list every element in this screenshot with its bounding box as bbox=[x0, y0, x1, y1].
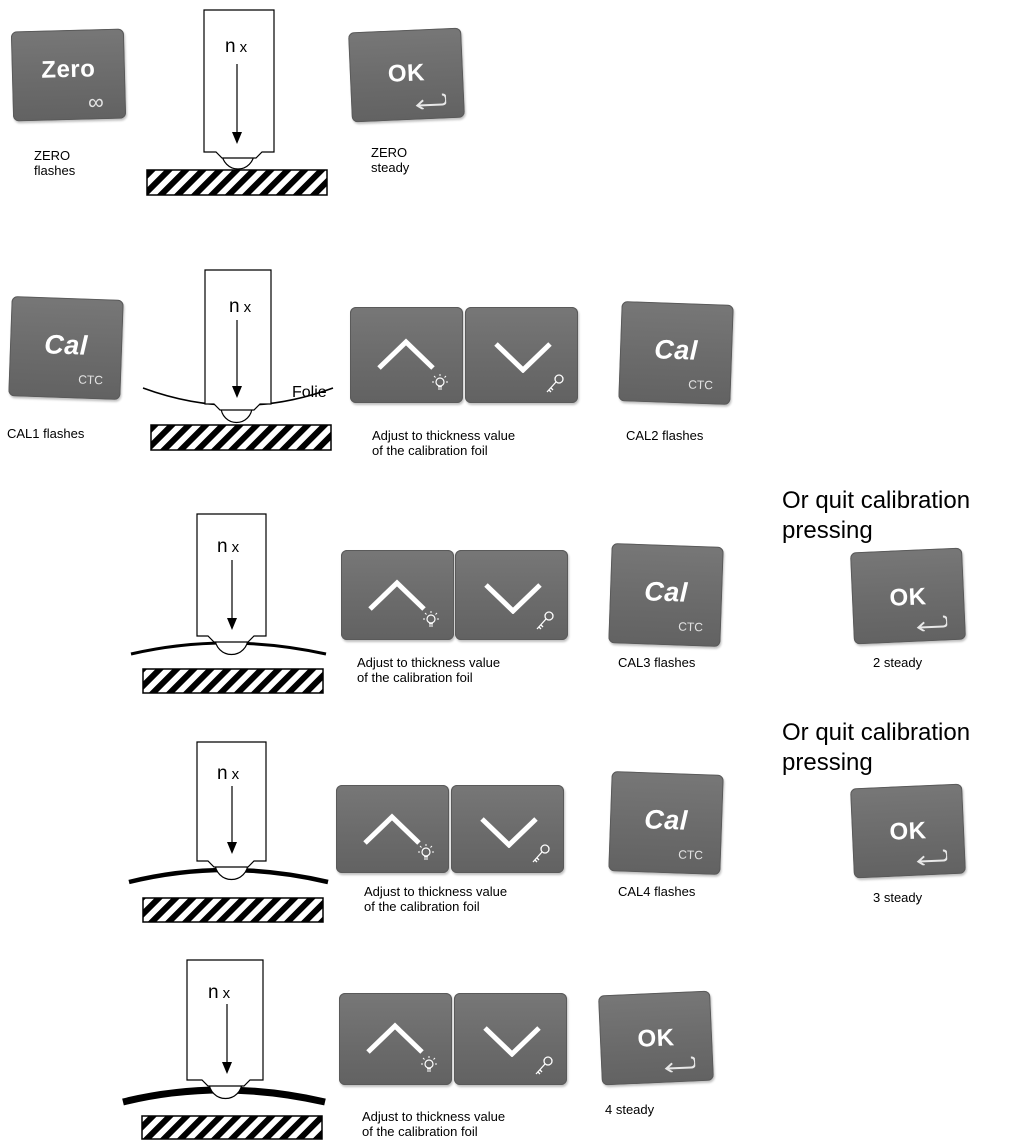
chevron-down-icon bbox=[494, 342, 552, 373]
chevron-down-icon bbox=[484, 583, 542, 614]
key-icon bbox=[546, 374, 564, 393]
row4-probe-diagram bbox=[128, 741, 329, 923]
row2-adjust-caption: Adjust to thickness value of the calibra… bbox=[372, 428, 516, 458]
ok-key-button[interactable]: OK bbox=[850, 783, 966, 879]
key-icon bbox=[532, 844, 550, 863]
row1-zero-caption: ZERO flashes bbox=[34, 148, 76, 178]
return-arrow-icon bbox=[916, 849, 948, 866]
down-key-button[interactable] bbox=[451, 785, 564, 873]
ok-key-label: OK bbox=[387, 59, 426, 88]
row2-cal2-caption: CAL2 flashes bbox=[626, 428, 704, 443]
chevron-down-icon bbox=[480, 817, 538, 848]
ctc-label: CTC bbox=[77, 372, 104, 388]
row5-probe-diagram bbox=[122, 959, 326, 1140]
row1-probe-diagram bbox=[146, 9, 328, 196]
return-arrow-icon bbox=[664, 1056, 696, 1073]
cal-key-label: Cal bbox=[653, 334, 699, 366]
cal-key-label: Cal bbox=[43, 329, 89, 361]
row2-probe-diagram bbox=[142, 269, 334, 451]
cal-key-button[interactable]: Cal CTC bbox=[608, 543, 724, 647]
zero-key-label: Zero bbox=[40, 55, 96, 84]
cal-key-button[interactable]: Cal CTC bbox=[608, 771, 724, 875]
row5-ok-caption: 4 steady bbox=[605, 1102, 655, 1117]
ctc-label: CTC bbox=[677, 847, 704, 863]
cal-key-button[interactable]: Cal CTC bbox=[618, 301, 734, 405]
row2-cal1-caption: CAL1 flashes bbox=[7, 426, 85, 441]
up-key-button[interactable] bbox=[341, 550, 454, 640]
up-key-button[interactable] bbox=[336, 785, 449, 873]
chevron-up-icon bbox=[366, 1022, 424, 1054]
lightbulb-icon bbox=[423, 611, 439, 627]
cal-key-label: Cal bbox=[643, 576, 689, 608]
ok-key-label: OK bbox=[888, 817, 928, 846]
key-icon bbox=[536, 611, 554, 630]
chevron-up-icon bbox=[377, 338, 435, 370]
ctc-label: CTC bbox=[687, 377, 714, 393]
ok-key-button[interactable]: OK bbox=[850, 547, 966, 645]
row3-ok-caption: 2 steady bbox=[873, 655, 923, 670]
lightbulb-icon bbox=[421, 1056, 437, 1072]
cal-key-button[interactable]: Cal CTC bbox=[8, 296, 124, 400]
row4-cal4-caption: CAL4 flashes bbox=[618, 884, 696, 899]
cal-key-label: Cal bbox=[643, 804, 689, 836]
row5-adjust-caption: Adjust to thickness value of the calibra… bbox=[362, 1109, 506, 1139]
return-arrow-icon bbox=[916, 615, 948, 632]
lightbulb-icon bbox=[432, 374, 448, 390]
up-key-button[interactable] bbox=[350, 307, 463, 403]
down-key-button[interactable] bbox=[465, 307, 578, 403]
ok-key-label: OK bbox=[636, 1024, 676, 1053]
infinity-icon: ∞ bbox=[87, 89, 105, 115]
down-key-button[interactable] bbox=[454, 993, 567, 1085]
ctc-label: CTC bbox=[677, 619, 704, 635]
ok-key-label: OK bbox=[888, 583, 928, 612]
chevron-down-icon bbox=[483, 1026, 541, 1057]
ok-key-button[interactable]: OK bbox=[348, 27, 465, 123]
row3-quit-text: Or quit calibration pressing bbox=[782, 487, 971, 544]
row4-quit-text: Or quit calibration pressing bbox=[782, 719, 971, 776]
ok-key-button[interactable]: OK bbox=[598, 990, 714, 1086]
row3-adjust-caption: Adjust to thickness value of the calibra… bbox=[357, 655, 501, 685]
row3-probe-diagram bbox=[130, 513, 327, 694]
row1-ok-caption: ZERO steady bbox=[371, 145, 410, 175]
folie-label: Folie bbox=[292, 384, 327, 401]
lightbulb-icon bbox=[418, 844, 434, 860]
chevron-up-icon bbox=[368, 579, 426, 611]
row4-adjust-caption: Adjust to thickness value of the calibra… bbox=[364, 884, 508, 914]
row3-cal3-caption: CAL3 flashes bbox=[618, 655, 696, 670]
up-key-button[interactable] bbox=[339, 993, 452, 1085]
zero-key-button[interactable]: Zero ∞ bbox=[10, 28, 127, 122]
chevron-up-icon bbox=[363, 813, 421, 845]
down-key-button[interactable] bbox=[455, 550, 568, 640]
return-arrow-icon bbox=[415, 93, 447, 110]
key-icon bbox=[535, 1056, 553, 1075]
row4-ok-caption: 3 steady bbox=[873, 890, 923, 905]
